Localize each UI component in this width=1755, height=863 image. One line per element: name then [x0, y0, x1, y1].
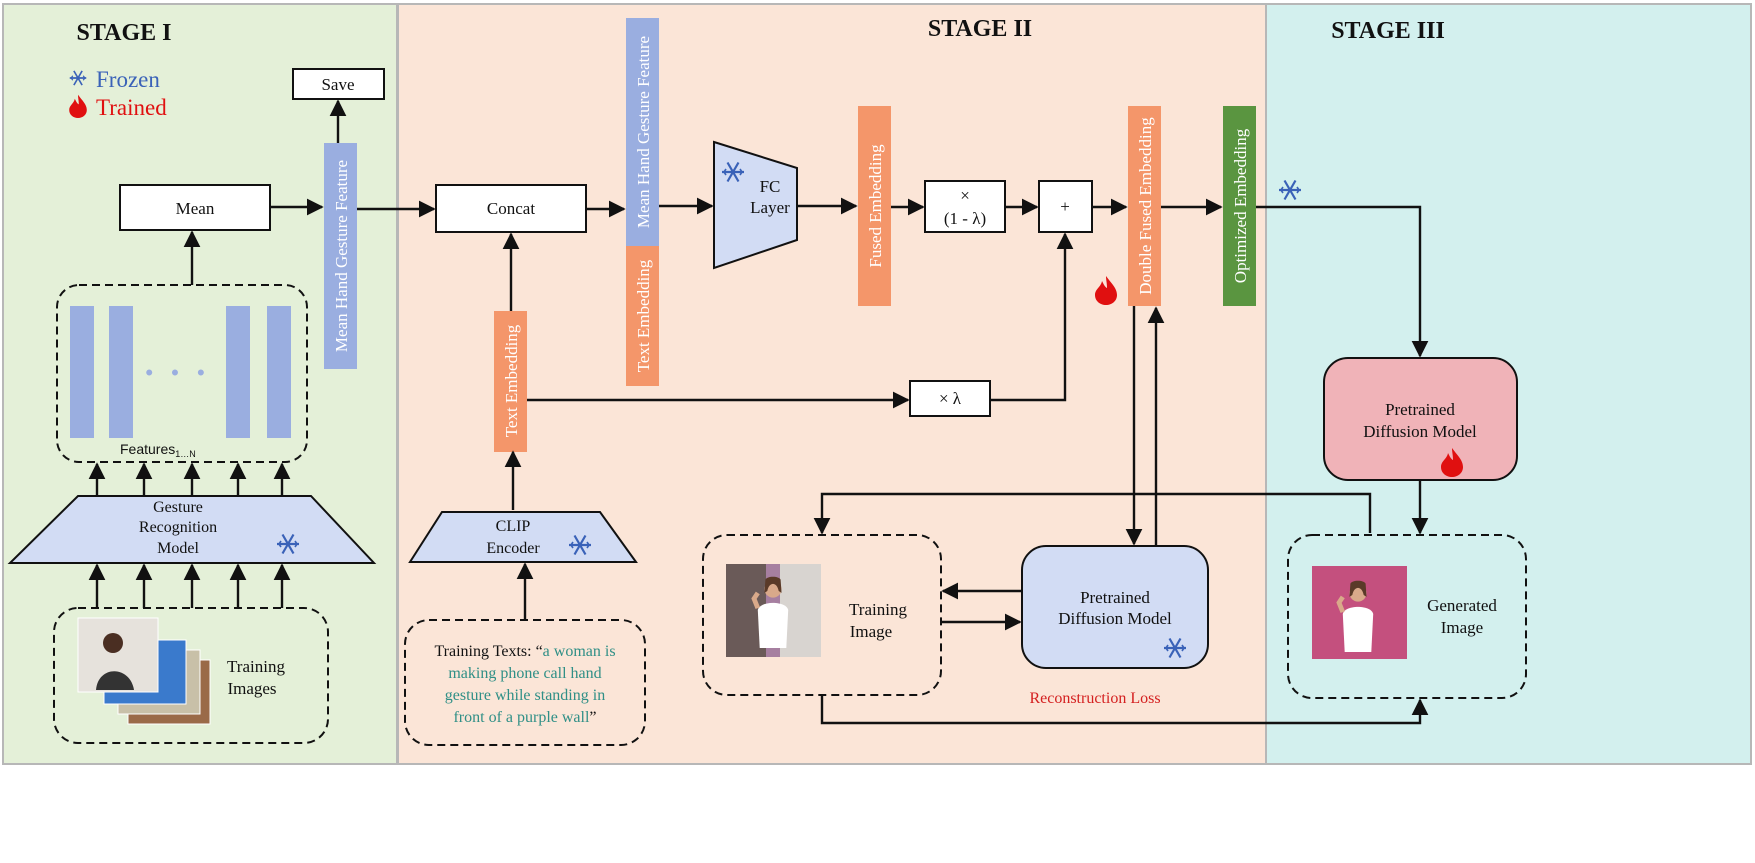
- diffusion-stage2-line1: Pretrained: [1080, 588, 1150, 607]
- gesture-model-line3: Model: [157, 540, 199, 557]
- concat-label: Concat: [487, 199, 535, 218]
- multiply-one-minus-lambda-box: [924, 180, 1006, 233]
- save-box: [292, 68, 385, 100]
- multiply-lambda-label: × λ: [939, 389, 962, 408]
- multiply-symbol: ×: [960, 186, 970, 205]
- plus-label: +: [1060, 197, 1070, 216]
- features-label: Features1…N: [120, 441, 196, 459]
- legend-trained: Trained: [96, 95, 167, 120]
- pretrained-diffusion-model-stage3: [1323, 357, 1518, 481]
- text-embedding-concat: [626, 246, 659, 386]
- diffusion-stage3-line1: Pretrained: [1385, 400, 1455, 419]
- fc-layer-line1: FC: [760, 177, 781, 196]
- feature-bar-1: [70, 306, 94, 438]
- training-image-line2: Image: [850, 622, 892, 641]
- feature-bar-3: [226, 306, 250, 438]
- training-images-line1: Training: [227, 657, 285, 676]
- text-embedding-concat-label: Text Embedding: [634, 259, 653, 372]
- training-image-line1: Training: [849, 600, 907, 619]
- text-embedding-clip: [494, 311, 527, 452]
- clip-encoder-line1: CLIP: [496, 518, 531, 535]
- reconstruction-loss-label: Reconstruction Loss: [1029, 690, 1160, 707]
- concat-box: [435, 184, 587, 233]
- stage2-title: STAGE II: [928, 16, 1032, 42]
- training-images-stack: [77, 617, 211, 725]
- mean-hand-gesture-feature-stage2: [626, 18, 659, 246]
- training-image-photo: [726, 564, 821, 657]
- multiply-lambda-box: [909, 380, 991, 417]
- mean-hand-gesture-feature-stage1-label: Mean Hand Gesture Feature: [332, 160, 351, 352]
- diffusion-stage3-line2: Diffusion Model: [1363, 422, 1477, 441]
- training-texts-line2: making phone call hand: [448, 665, 601, 682]
- fc-layer-line2: Layer: [750, 198, 790, 217]
- diffusion-stage2-line2: Diffusion Model: [1058, 609, 1172, 628]
- gesture-model-line2: Recognition: [139, 519, 217, 536]
- feature-bar-2: [109, 306, 133, 438]
- mean-hand-gesture-feature-stage2-label: Mean Hand Gesture Feature: [634, 36, 653, 228]
- generated-image-line1: Generated: [1427, 596, 1497, 615]
- clip-encoder-line2: Encoder: [486, 540, 540, 557]
- stage3-title: STAGE III: [1331, 18, 1445, 44]
- fused-embedding: [858, 106, 891, 306]
- feature-bar-4: [267, 306, 291, 438]
- features-container: [56, 284, 308, 463]
- clip-encoder: [408, 511, 638, 563]
- training-images-container: [53, 607, 329, 744]
- mean-hand-gesture-feature-stage1: [324, 143, 357, 369]
- generated-image-line2: Image: [1441, 618, 1483, 637]
- stage1-panel: [2, 3, 398, 765]
- training-texts-line3: gesture while standing in: [445, 687, 605, 704]
- plus-box: [1038, 180, 1093, 233]
- optimized-embedding: [1223, 106, 1256, 306]
- gesture-recognition-model: [7, 495, 377, 564]
- fused-embedding-label: Fused Embedding: [866, 144, 885, 268]
- generated-image-container: [1287, 534, 1527, 699]
- gesture-model-line1: Gesture: [153, 499, 203, 516]
- legend-frozen: Frozen: [96, 67, 160, 92]
- one-minus-lambda: (1 - λ): [944, 209, 986, 228]
- optimized-embedding-label: Optimized Embedding: [1231, 128, 1250, 283]
- mean-label: Mean: [176, 199, 215, 218]
- text-embedding-clip-label: Text Embedding: [502, 324, 521, 437]
- save-label: Save: [321, 75, 354, 94]
- training-images-line2: Images: [227, 679, 276, 698]
- training-texts-line4: front of a purple wall”: [453, 709, 596, 726]
- mean-box: [119, 184, 271, 231]
- generated-image-photo: [1312, 566, 1407, 659]
- features-ellipsis: • • •: [145, 360, 210, 385]
- double-fused-embedding-label: Double Fused Embedding: [1136, 117, 1155, 295]
- double-fused-embedding: [1128, 106, 1161, 306]
- training-texts-line1: Training Texts: “a woman is: [434, 643, 615, 660]
- pretrained-diffusion-model-stage2: [1021, 545, 1209, 669]
- stage1-title: STAGE I: [77, 20, 172, 46]
